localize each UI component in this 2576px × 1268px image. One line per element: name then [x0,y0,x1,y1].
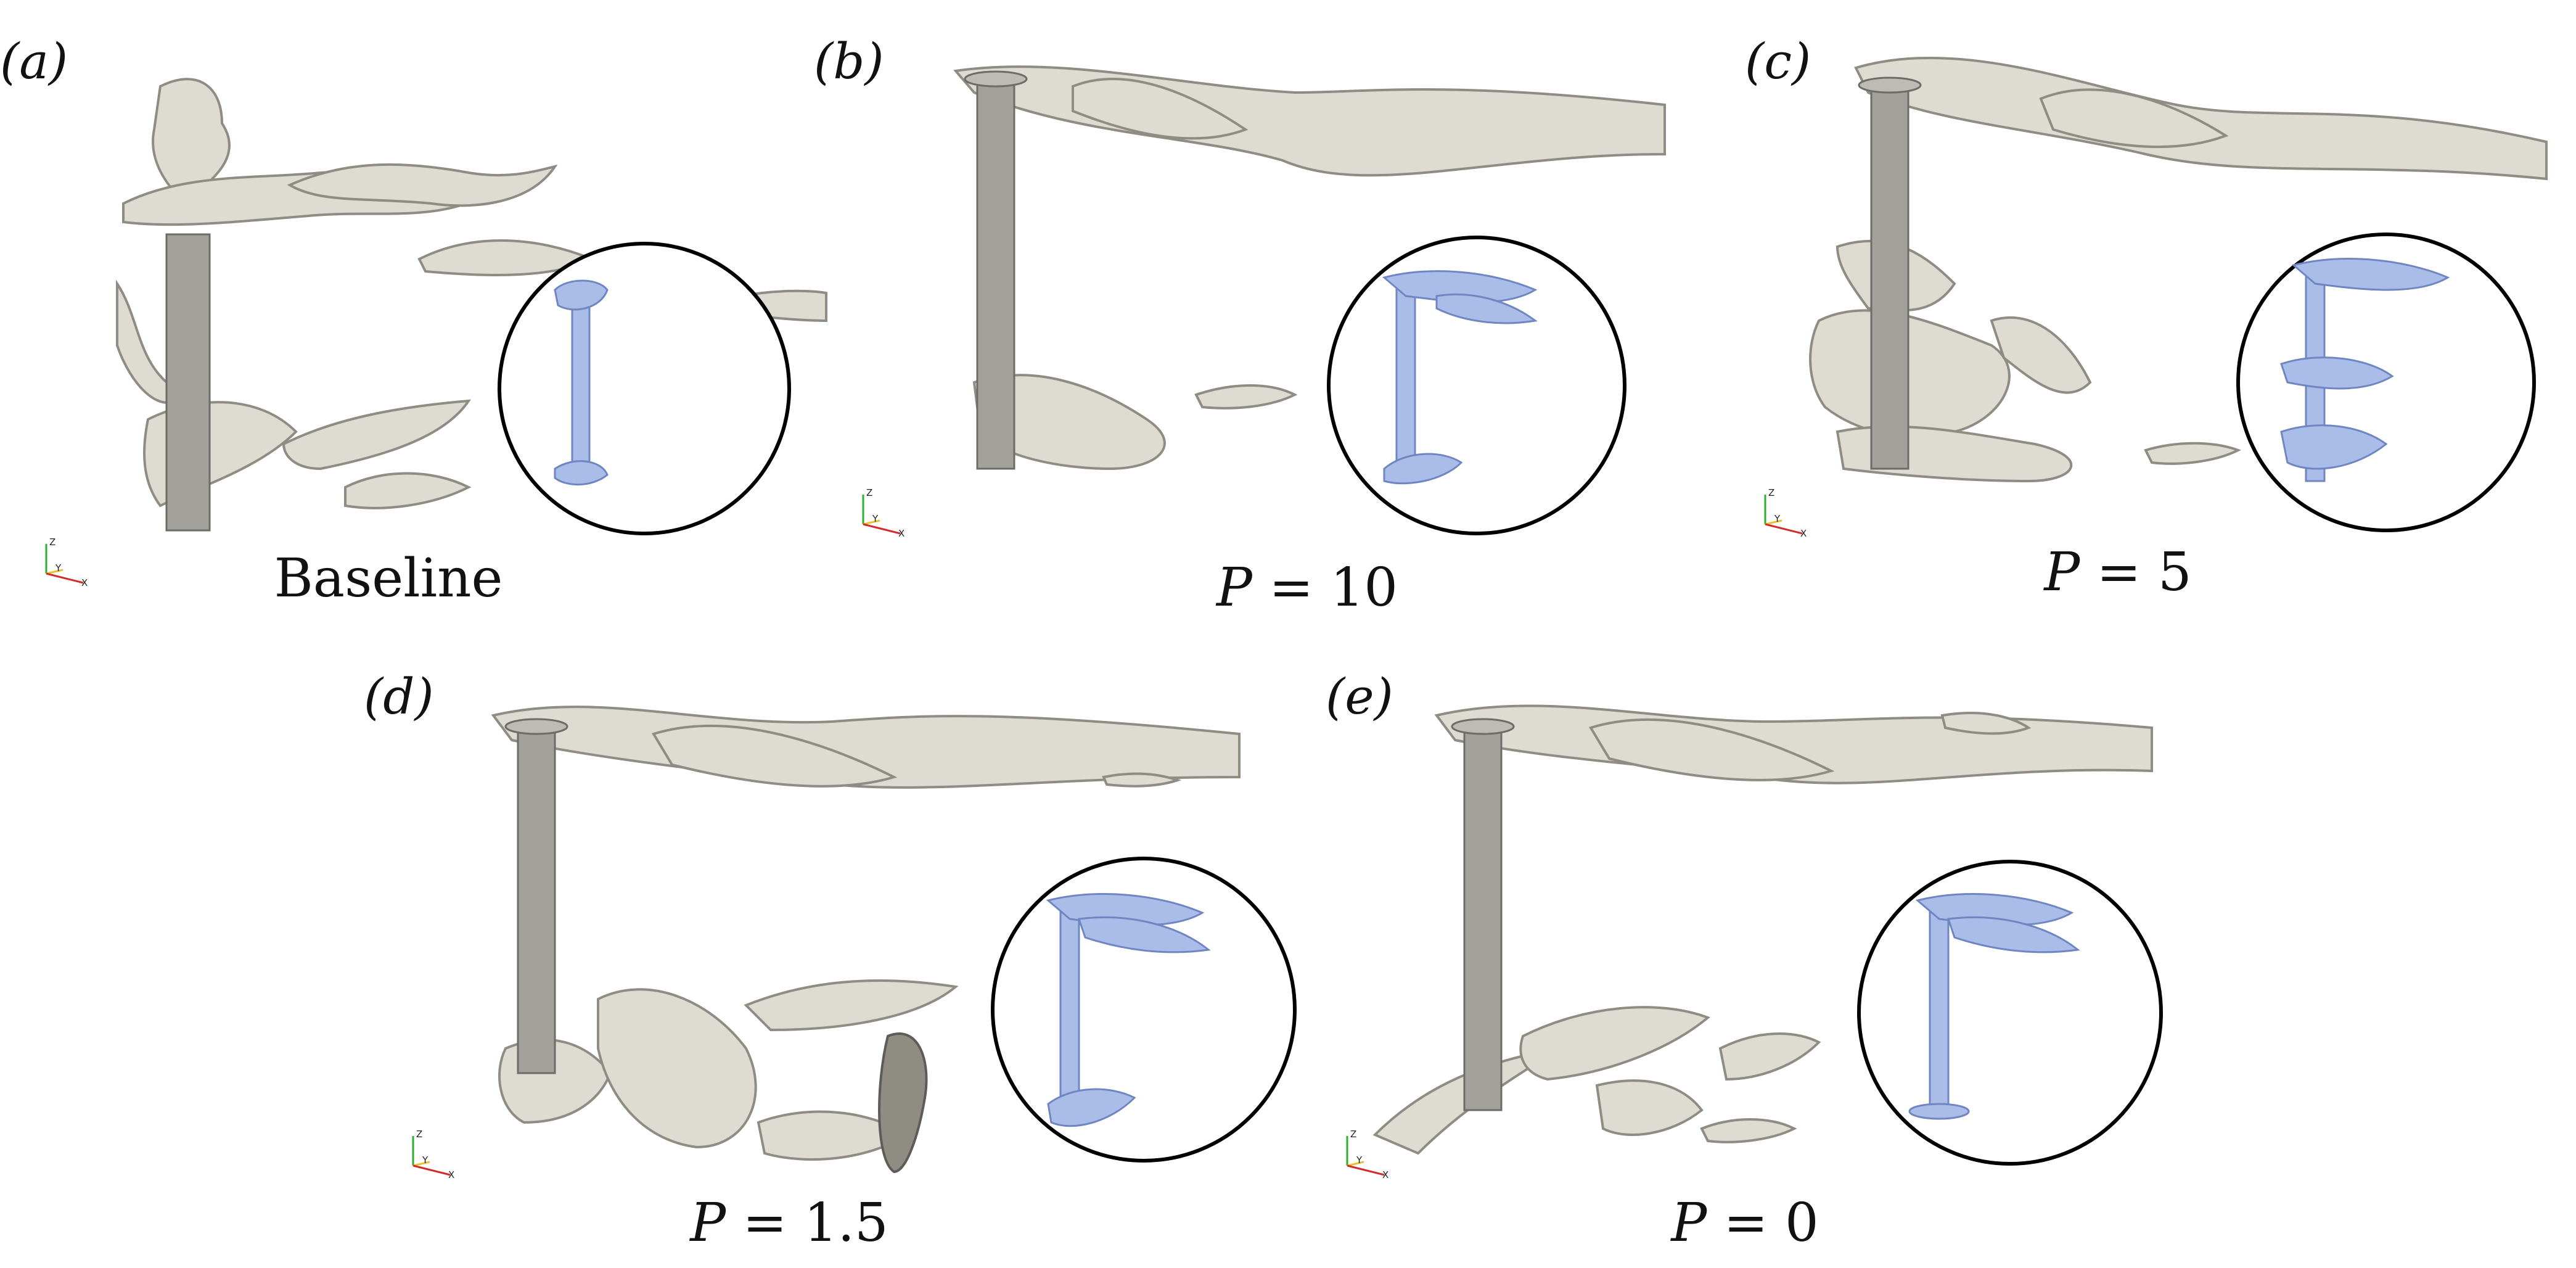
panel-c: (c) Z Y X P = 5 [1745,0,2576,617]
panel-a-tag: (a) [0,33,68,90]
axes-triad-a: Z Y X [37,530,92,588]
axis-label-x: X [448,1169,455,1180]
caption-value: 1.5 [803,1192,888,1254]
axes-triad-b: Z Y X [854,481,909,539]
panel-d: (d) Z Y X P = 1.5 [364,654,1297,1268]
axes-triad-e: Z Y X [1338,1122,1393,1180]
panel-a: (a) Z Y X Baseline [0,0,827,617]
panel-d-caption: P = 1.5 [690,1196,888,1249]
cylinder [517,727,556,1074]
inset-circle [1857,860,2163,1166]
inset-circle [498,242,791,535]
caption-equals: = [726,1192,804,1254]
axes-triad-d: Z Y X [404,1122,459,1180]
panel-e: (e) Z Y X P = 0 [1326,654,2213,1268]
axis-label-y: Y [1774,513,1781,524]
caption-value: 0 [1784,1192,1819,1254]
axis-label-x: X [1382,1169,1389,1180]
cylinder [1463,727,1503,1111]
panel-b-visual [953,65,1666,535]
inset-circle [1327,236,1626,535]
axis-label-z: Z [1350,1129,1357,1140]
axis-label-y: Y [55,562,62,574]
axis-label-z: Z [49,537,56,548]
caption-value: 10 [1330,557,1398,619]
panel-c-caption: P = 5 [2044,546,2191,599]
axis-label-x: X [1800,528,1807,539]
caption-variable: P [1671,1192,1707,1254]
cylinder [1870,85,1909,470]
axis-label-y: Y [1356,1155,1363,1166]
panel-d-visual [491,706,1297,1174]
caption-equals: = [1252,557,1331,619]
caption-variable: P [2044,541,2080,603]
caption-equals: = [1707,1192,1785,1254]
panel-e-visual [1372,704,2163,1166]
axis-label-z: Z [1768,487,1775,498]
panel-a-visual [116,78,827,535]
caption-equals: = [2080,541,2158,603]
inset-circle [991,857,1297,1163]
panel-c-tag: (c) [1745,33,1811,90]
vortex-structures [116,78,827,509]
panel-e-caption: P = 0 [1671,1196,1818,1249]
axis-label-x: X [898,528,905,539]
caption-variable: P [690,1192,726,1254]
panel-d-tag: (d) [364,668,434,725]
panel-e-tag: (e) [1326,668,1393,725]
panel-b: (b) Z Y X P = 10 [814,0,1689,617]
axis-label-z: Z [866,487,873,498]
axis-label-y: Y [422,1155,429,1166]
caption-variable: P [1216,557,1252,619]
inset-circle [2236,233,2536,532]
axes-triad-c: Z Y X [1756,481,1811,539]
cylinder [976,79,1015,470]
caption-value: 5 [2157,541,2192,603]
axis-label-y: Y [872,513,879,524]
cylinder [165,233,211,532]
panel-b-tag: (b) [814,33,884,90]
panel-b-caption: P = 10 [1216,561,1398,614]
panel-a-caption: Baseline [274,548,503,609]
axis-label-z: Z [416,1129,423,1140]
panel-c-visual [1809,57,2548,532]
axis-label-x: X [81,577,88,588]
